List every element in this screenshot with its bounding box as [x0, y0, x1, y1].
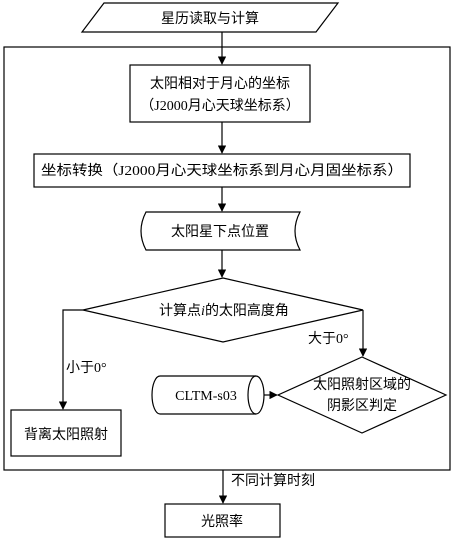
branch-greater-label: 大于0° [308, 331, 349, 347]
away-from-sun-label: 背离太阳照射 [24, 426, 108, 443]
sun-coordinates-line1: 太阳相对于月心的坐标 [150, 76, 290, 92]
coord-transform-node: 坐标转换（J2000月心天球坐标系到月心月固坐标系） [33, 153, 411, 188]
arrow-decision-to-away [58, 309, 83, 410]
loop-label: 不同计算时刻 [231, 473, 315, 489]
loop-frame [3, 46, 451, 471]
start-node: 星历读取与计算 [80, 2, 340, 33]
shadow-check-line2: 阴影区判定 [327, 398, 397, 414]
elevation-decision-label: 计算点i的太阳高度角 [159, 302, 289, 319]
dem-data-node: CLTM-s03 [151, 375, 265, 415]
sun-coordinates-line2: （J2000月心天球坐标系） [140, 98, 299, 114]
shadow-check-line1: 太阳照射区域的 [313, 377, 411, 393]
subsolar-point-label: 太阳星下点位置 [171, 224, 269, 240]
start-label: 星历读取与计算 [161, 10, 259, 27]
shadow-check-node: 太阳照射区域的 阴影区判定 [276, 356, 448, 434]
illumination-rate-label: 光照率 [201, 513, 243, 530]
away-from-sun-node: 背离太阳照射 [10, 409, 122, 457]
branch-less-label: 小于0° [66, 360, 107, 376]
coord-transform-label: 坐标转换（J2000月心天球坐标系到月心月固坐标系） [41, 162, 403, 179]
sun-coordinates-node: 太阳相对于月心的坐标 （J2000月心天球坐标系） [129, 64, 311, 123]
subsolar-point-node: 太阳星下点位置 [140, 211, 301, 251]
illumination-rate-node: 光照率 [164, 503, 281, 538]
elevation-decision-node: 计算点i的太阳高度角 [82, 277, 364, 343]
dem-data-label: CLTM-s03 [175, 389, 237, 404]
